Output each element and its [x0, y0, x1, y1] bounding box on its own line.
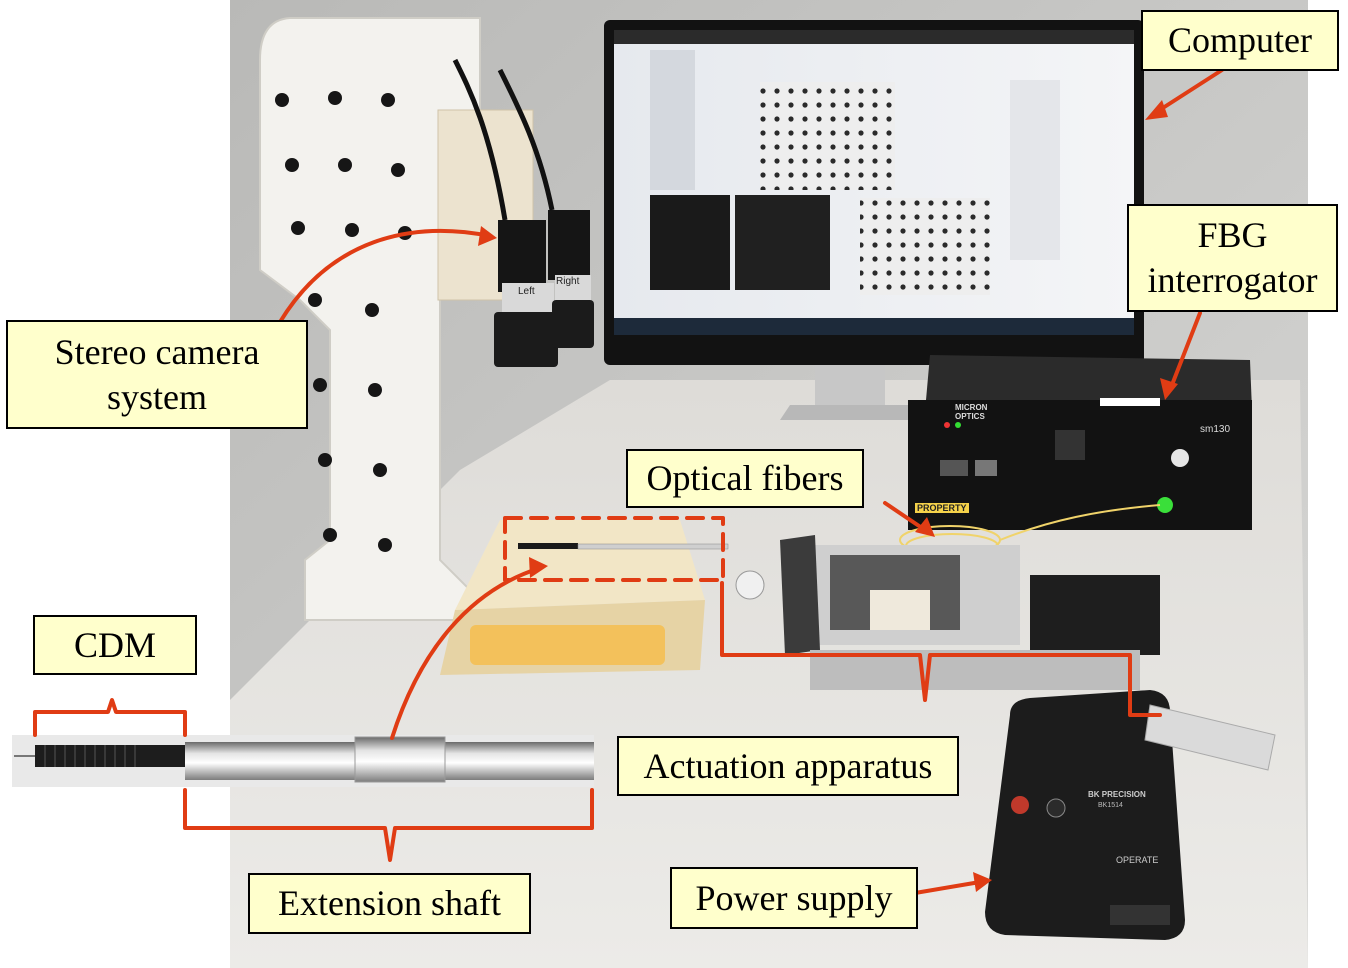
- label-computer: Computer: [1141, 10, 1339, 71]
- label-extension-shaft: Extension shaft: [248, 873, 531, 934]
- label-cdm: CDM: [33, 615, 197, 675]
- label-computer-text: Computer: [1168, 20, 1312, 60]
- psu-brand-text: BK PRECISION: [1088, 790, 1146, 799]
- label-fbg-line2: interrogator: [1147, 260, 1318, 300]
- label-extension-text: Extension shaft: [278, 883, 501, 923]
- camera-right-text: Right: [556, 276, 580, 287]
- interrogator-brand-text: MICRON OPTICS: [955, 403, 988, 421]
- label-actuation-apparatus: Actuation apparatus: [617, 736, 959, 796]
- label-optical-fibers: Optical fibers: [626, 449, 864, 508]
- surgical-tool-on-tray: [518, 543, 729, 550]
- label-actuation-text: Actuation apparatus: [643, 745, 933, 786]
- inset-shaft-photo: [12, 735, 594, 787]
- label-power-supply: Power supply: [670, 867, 918, 929]
- label-stereo-camera: Stereo camera system: [6, 320, 308, 429]
- computer-monitor: [604, 20, 1144, 420]
- property-tag-text: PROPERTY: [915, 503, 969, 513]
- label-stereo-line1: Stereo camera: [54, 331, 260, 372]
- label-power-text: Power supply: [695, 877, 893, 918]
- annotation-overlays: [33, 68, 1224, 895]
- label-cdm-text: CDM: [73, 624, 157, 665]
- psu-model-text: BK1514: [1098, 802, 1123, 809]
- label-optical-fibers-text: Optical fibers: [646, 458, 844, 498]
- stereo-cameras: [452, 58, 594, 367]
- calibration-tray: [440, 520, 705, 675]
- fbg-interrogator-unit: [908, 355, 1252, 530]
- label-stereo-line2: system: [106, 376, 207, 417]
- annotation-arrowheads: [478, 100, 1178, 892]
- label-fbg-line1: FBG: [1197, 215, 1268, 255]
- actuation-apparatus: [735, 535, 1160, 690]
- psu-operate-text: OPERATE: [1116, 855, 1159, 865]
- interrogator-model-text: sm130: [1200, 424, 1231, 435]
- power-supply-unit: [985, 690, 1185, 940]
- aluminum-rail: [1144, 704, 1276, 771]
- camera-left-text: Left: [518, 286, 535, 297]
- label-fbg-interrogator: FBG interrogator: [1127, 204, 1338, 312]
